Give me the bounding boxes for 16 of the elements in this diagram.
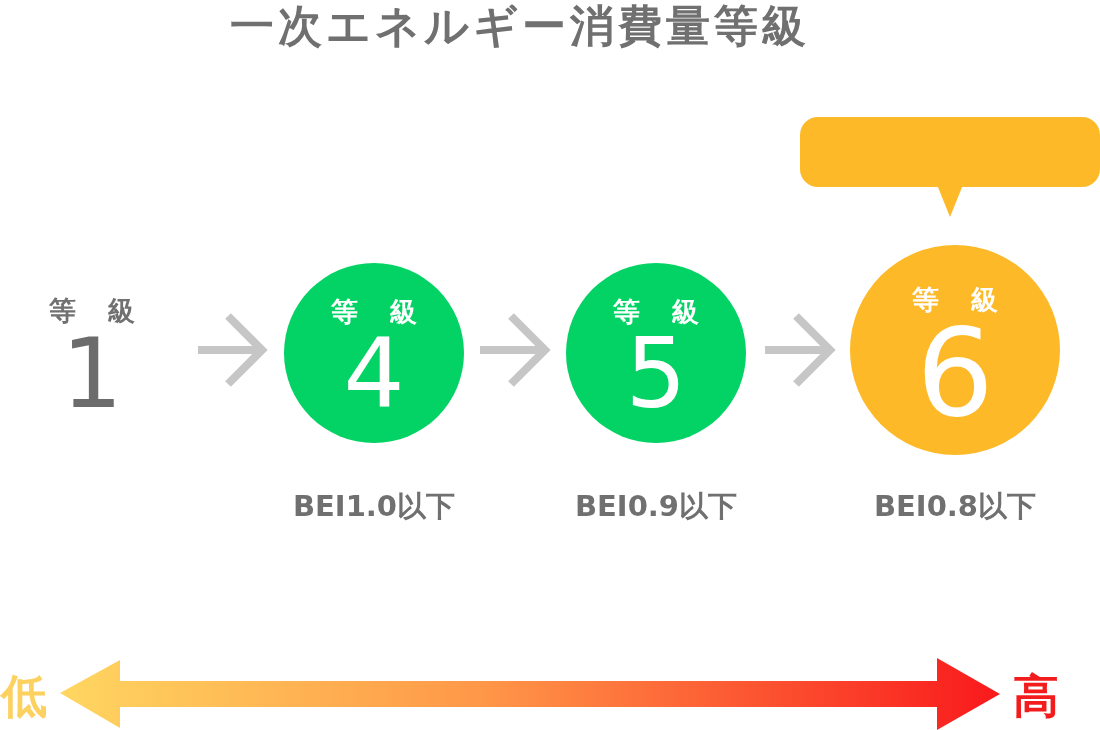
grade-label: 等級 bbox=[613, 298, 699, 325]
grade-number: 6 bbox=[916, 312, 994, 434]
grade-number: 4 bbox=[343, 326, 405, 422]
scale-end-label: 高 bbox=[1013, 673, 1059, 719]
threshold-label: BEI0.9以下 bbox=[574, 492, 738, 521]
grade-label: 等級 bbox=[49, 297, 135, 324]
grade-label: 等級 bbox=[912, 286, 998, 313]
threshold-label: BEI1.0以下 bbox=[292, 492, 456, 521]
threshold-label: BEI0.8以下 bbox=[873, 492, 1037, 521]
grade-number: 5 bbox=[625, 326, 687, 422]
title: 一次エネルギー消費量等級 bbox=[230, 4, 806, 48]
callout-bubble bbox=[800, 117, 1100, 187]
scale-end-label: 低 bbox=[1, 673, 47, 719]
grade-number: 1 bbox=[61, 326, 123, 422]
callout-pointer bbox=[937, 186, 963, 217]
grade-label: 等級 bbox=[331, 298, 417, 325]
